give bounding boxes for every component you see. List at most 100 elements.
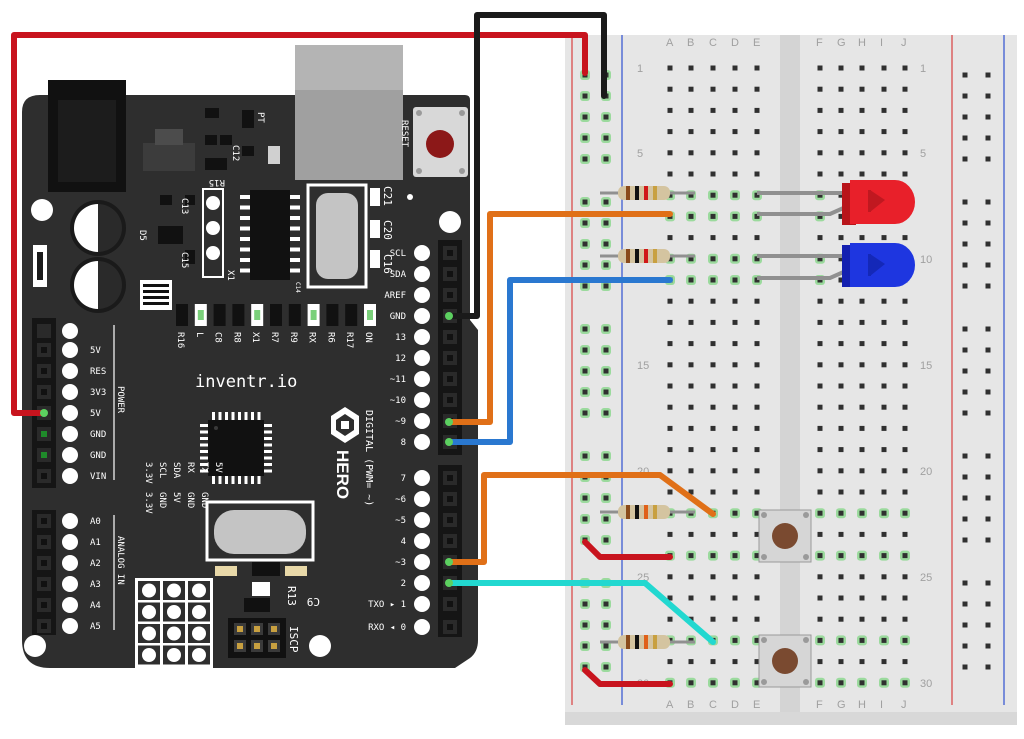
reset-label: RESET [399,120,409,148]
pin-label: ~3 [395,558,406,568]
capacitor-2 [70,257,126,313]
label-c9: C9 [307,595,320,608]
push-button-1[interactable] [758,509,812,563]
voltage-regulator-tab [155,129,183,145]
row-number-right: 1 [920,63,926,75]
digital-header-title: DIGITAL (PWM= ~) [363,410,374,506]
mid-label: TX [199,462,209,473]
label-c16: C16 [381,254,394,274]
column-letter-top: J [901,37,907,49]
led-red [842,180,915,225]
smd-components: D5 C13 C15 R15 C12 PT [137,108,280,310]
mid-label: 5V [171,492,181,503]
mounting-hole-1 [31,199,53,221]
pin-label: GND [390,312,406,322]
pin-label: AREF [384,291,406,301]
pin-label: A0 [90,517,101,527]
column-letter-bottom: D [731,699,739,711]
mid-label: RX [185,462,195,473]
row-number-left: 1 [637,63,643,75]
arduino-board: RESET [22,45,478,668]
column-letter-bottom: A [666,699,674,711]
x1-header: X1 [202,188,235,281]
label-d5: D5 [137,230,147,241]
label-pt: PT [255,112,265,123]
column-letter-top: A [666,37,674,49]
pin-label: RXO ◂ 0 [368,623,406,633]
wire-red-button2 [582,667,673,687]
column-letter-top: I [880,37,883,49]
mid-label: SCL [157,462,167,478]
pin-label: ~5 [395,516,406,526]
icsp-label: ISCP [287,626,300,653]
reset-button[interactable] [413,107,468,177]
row-number-right: 10 [920,254,932,266]
icsp-header: ISCP [228,618,300,658]
column-letter-top: G [837,37,846,49]
pin-label: A2 [90,559,101,569]
wire-black-gnd [446,12,607,319]
column-letter-bottom: G [837,699,846,711]
pin-label: RES [90,367,106,377]
led-row-label: R17 [344,332,354,348]
push-button-2[interactable] [758,634,812,688]
row-number-left: 15 [637,360,649,372]
mounting-hole-3 [24,635,46,657]
pin-label: A4 [90,601,101,611]
model-name: HERO [333,450,352,499]
wire-orange-pin9 [446,211,673,425]
mid-label: 5V [213,462,223,473]
breadboard: ABCDEFGHIJABCDEFGHIJ11551010151520202525… [565,35,1017,725]
wire-cyan-pin2 [446,580,716,645]
column-letter-top: H [858,37,866,49]
pin-label: 5V [90,409,101,419]
smd-bottom: R13 C9 [215,562,320,612]
wire-orange-pin3 [446,472,716,565]
led-row-label: C8 [213,332,223,343]
pin-label: 13 [395,333,406,343]
row-number-right: 15 [920,360,932,372]
led-row-label: R9 [288,332,298,343]
pin-label: GND [90,430,106,440]
resistors [600,186,695,649]
wire-blue-pin8 [446,277,673,445]
pin-label: 12 [395,354,406,364]
label-x1-header: X1 [225,270,235,281]
white-pin-header [135,578,213,668]
pin-label: 3V3 [90,388,106,398]
pin-label: 7 [401,474,406,484]
capacitor-1 [70,200,126,256]
mounting-hole-4 [309,635,331,657]
label-c20: C20 [381,220,394,240]
column-letter-bottom: J [901,699,907,711]
pin-label: 4 [401,537,406,547]
pin-label: TXO ▸ 1 [368,600,406,610]
led-row-label: R16 [175,332,185,348]
crystal-top [306,183,368,289]
pin-label: ~6 [395,495,406,505]
wire-red-button1 [582,539,673,560]
power-barrel-jack-inner [58,100,116,182]
crystal-bottom [205,500,315,562]
breadboard-bottom-edge [565,712,1017,725]
breadboard-center-channel [780,35,800,725]
led-row-label: R7 [269,332,279,343]
row-number-left: 5 [637,148,643,160]
usb-port-face [295,45,403,90]
label-r15: R15 [209,177,225,187]
wire-endpoints [40,312,453,587]
pin-label: GND [90,451,106,461]
column-letter-bottom: I [880,699,883,711]
resistor [600,249,695,263]
led-row-label: R8 [231,332,241,343]
label-c15: C15 [179,252,189,268]
pin-label: ~10 [390,396,406,406]
label-c12: C12 [230,145,240,161]
resistor [600,505,695,519]
column-letter-bottom: F [816,699,823,711]
reset-button-cap[interactable] [426,130,454,158]
